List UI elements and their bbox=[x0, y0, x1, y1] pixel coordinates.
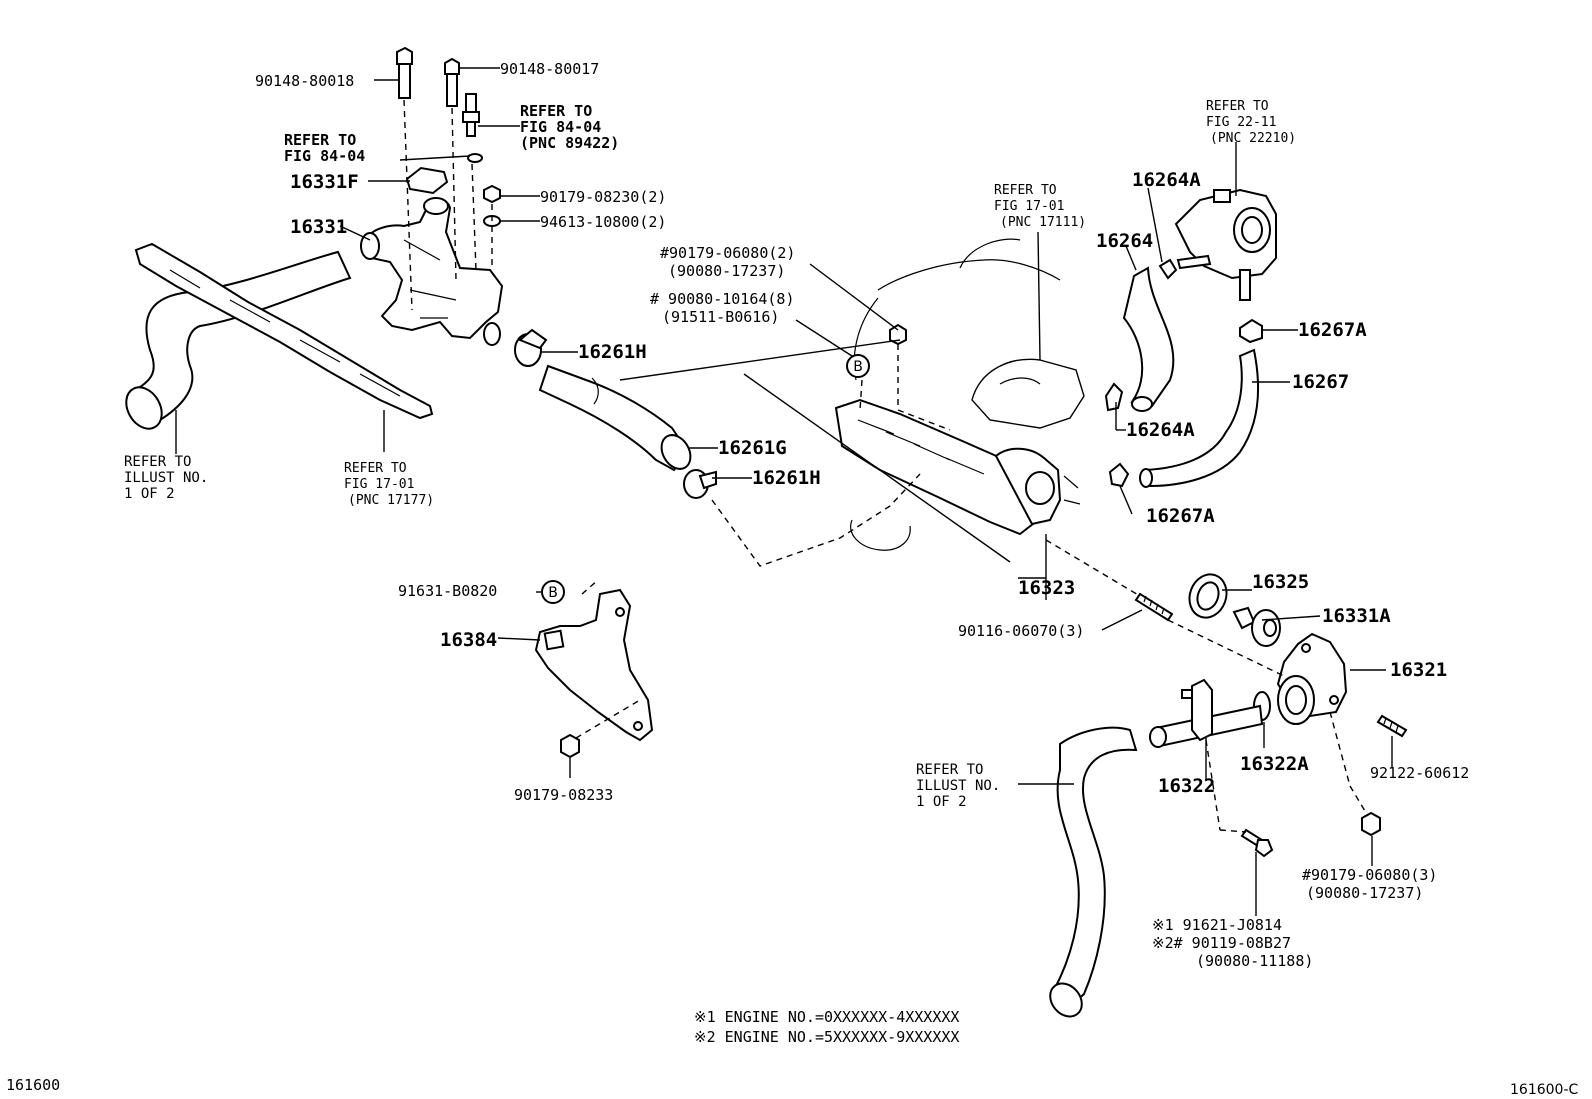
figure-code-right: 161600-C bbox=[1510, 1082, 1578, 1098]
label-91621-J0814: ※1 91621-J0814 bbox=[1152, 916, 1282, 934]
label-16267: 16267 bbox=[1292, 371, 1349, 393]
label-90080-17237-b: (90080-17237) bbox=[1306, 884, 1423, 902]
hose-16261G-icon bbox=[538, 364, 692, 472]
stud-90116-06070-icon bbox=[1134, 592, 1174, 622]
hose-lower-icon bbox=[1049, 726, 1138, 1018]
label-16267A-top: 16267A bbox=[1298, 319, 1367, 341]
label-90179-08233: 90179-08233 bbox=[514, 786, 613, 804]
label-refer-fig-84-04-a-line3: (PNC 89422) bbox=[520, 134, 619, 152]
label-16322A: 16322A bbox=[1240, 753, 1309, 775]
label-refer-fig-17-01-a-line3: (PNC 17111) bbox=[1000, 215, 1086, 230]
svg-text:B: B bbox=[548, 585, 558, 601]
hose-left-icon bbox=[125, 250, 352, 430]
label-91631-B0820: 91631-B0820 bbox=[398, 582, 497, 600]
clamp-16261H-bottom-icon bbox=[683, 469, 717, 499]
label-94613-10800: 94613-10800(2) bbox=[540, 213, 666, 231]
label-91511-B0616: (91511-B0616) bbox=[662, 308, 779, 326]
label-refer-fig-22-11-line1: REFER TO bbox=[1206, 99, 1269, 114]
label-refer-illust-a-line1: REFER TO bbox=[124, 454, 191, 470]
gasket-ring-16325-icon bbox=[1188, 573, 1228, 619]
label-refer-fig-22-11-line3: (PNC 22210) bbox=[1210, 131, 1296, 146]
svg-text:B: B bbox=[853, 359, 863, 375]
label-16331A: 16331A bbox=[1322, 605, 1391, 627]
clamp-16267A-bottom-icon bbox=[1108, 462, 1130, 488]
label-16267A-bottom: 16267A bbox=[1146, 505, 1215, 527]
label-90116-06070: 90116-06070(3) bbox=[958, 622, 1084, 640]
clip-16264A-top-icon bbox=[1158, 258, 1178, 280]
circle-b-marker-lower: B bbox=[541, 580, 565, 604]
label-refer-illust-b-line3: 1 OF 2 bbox=[916, 794, 967, 810]
nut-90179-08230-icon bbox=[483, 184, 501, 204]
label-refer-illust-a-line2: ILLUST NO. bbox=[124, 470, 208, 486]
leader-lines bbox=[175, 67, 1393, 916]
label-refer-fig-22-11-line2: FIG 22-11 bbox=[1206, 115, 1276, 130]
stud-92122-60612-icon bbox=[1376, 714, 1408, 738]
label-refer-illust-b-line2: ILLUST NO. bbox=[916, 778, 1000, 794]
cylinder-head-16323-icon bbox=[834, 398, 1081, 536]
label-refer-fig-84-04-a-line2: FIG 84-04 bbox=[520, 118, 601, 136]
bolt-90148-80018-icon bbox=[396, 46, 413, 99]
engine-note-1: ※1 ENGINE NO.=0XXXXXX-4XXXXXX bbox=[694, 1008, 959, 1026]
gasket-16331F-icon bbox=[405, 166, 449, 195]
fitting-16267A-top-icon bbox=[1239, 318, 1263, 344]
engine-note-2: ※2 ENGINE NO.=5XXXXXX-9XXXXXX bbox=[694, 1028, 959, 1046]
hose-16267-icon bbox=[1139, 348, 1259, 488]
label-refer-fig-17-01-b-line2: FIG 17-01 bbox=[344, 477, 414, 492]
gasket-left-icon bbox=[134, 242, 434, 420]
label-16384: 16384 bbox=[440, 629, 497, 651]
label-refer-fig-17-01-b-line1: REFER TO bbox=[344, 461, 407, 476]
label-90080-11188: (90080-11188) bbox=[1196, 952, 1313, 970]
label-92122-60612: 92122-60612 bbox=[1370, 764, 1469, 782]
bolt-91621-J0814-icon bbox=[1240, 828, 1274, 858]
bracket-16384-icon bbox=[534, 588, 654, 742]
figure-code-left: 161600 bbox=[6, 1076, 60, 1094]
label-90179-06080-2: #90179-06080(2) bbox=[660, 244, 795, 262]
label-refer-fig-84-04-a-line1: REFER TO bbox=[520, 102, 592, 120]
label-90080-10164: # 90080-10164(8) bbox=[650, 290, 795, 308]
circle-b-marker-upper: B bbox=[846, 354, 870, 378]
hose-16264-icon bbox=[1122, 266, 1175, 412]
label-16321: 16321 bbox=[1390, 659, 1447, 681]
thermostat-16331A-icon bbox=[1232, 606, 1281, 647]
throttle-body-icon bbox=[1174, 188, 1277, 301]
label-refer-illust-a-line3: 1 OF 2 bbox=[124, 486, 175, 502]
label-90119-08B27: ※2# 90119-08B27 bbox=[1152, 934, 1291, 952]
label-16261G: 16261G bbox=[718, 437, 787, 459]
label-16331F: 16331F bbox=[290, 171, 359, 193]
label-16264: 16264 bbox=[1096, 230, 1153, 252]
label-16323: 16323 bbox=[1018, 577, 1075, 599]
label-refer-fig-17-01-a-line1: REFER TO bbox=[994, 183, 1057, 198]
clip-16264A-mid-icon bbox=[1104, 382, 1124, 412]
bolt-90148-80017-icon bbox=[444, 57, 460, 107]
nut-90179-08233-icon bbox=[560, 733, 580, 759]
label-refer-fig-84-04-b-line2: FIG 84-04 bbox=[284, 147, 365, 165]
sensor-icon bbox=[462, 93, 480, 137]
pipe-16322-icon bbox=[1149, 678, 1264, 748]
label-90148-80018: 90148-80018 bbox=[255, 72, 354, 90]
water-outlet-16331-icon bbox=[360, 197, 504, 346]
label-16264A-top: 16264A bbox=[1132, 169, 1201, 191]
label-16264A-mid: 16264A bbox=[1126, 419, 1195, 441]
label-refer-illust-b-line1: REFER TO bbox=[916, 762, 983, 778]
label-refer-fig-17-01-a-line2: FIG 17-01 bbox=[994, 199, 1064, 214]
clamp-16261H-top-icon bbox=[514, 328, 548, 367]
label-90179-06080-3: #90179-06080(3) bbox=[1302, 866, 1437, 884]
nut-90179-06080-top-icon bbox=[889, 323, 907, 346]
label-90179-08230: 90179-08230(2) bbox=[540, 188, 666, 206]
label-16331: 16331 bbox=[290, 216, 347, 238]
nut-90179-06080-bottom-icon bbox=[1361, 811, 1381, 837]
label-16322: 16322 bbox=[1158, 775, 1215, 797]
label-16261H-top: 16261H bbox=[578, 341, 647, 363]
label-90080-17237-a: (90080-17237) bbox=[668, 262, 785, 280]
label-refer-fig-84-04-b-line1: REFER TO bbox=[284, 131, 356, 149]
washer-icon bbox=[467, 153, 483, 163]
label-16261H-bottom: 16261H bbox=[752, 467, 821, 489]
water-inlet-16321-icon bbox=[1276, 632, 1348, 725]
label-16325: 16325 bbox=[1252, 571, 1309, 593]
label-refer-fig-17-01-b-line3: (PNC 17177) bbox=[348, 493, 434, 508]
label-90148-80017: 90148-80017 bbox=[500, 60, 599, 78]
